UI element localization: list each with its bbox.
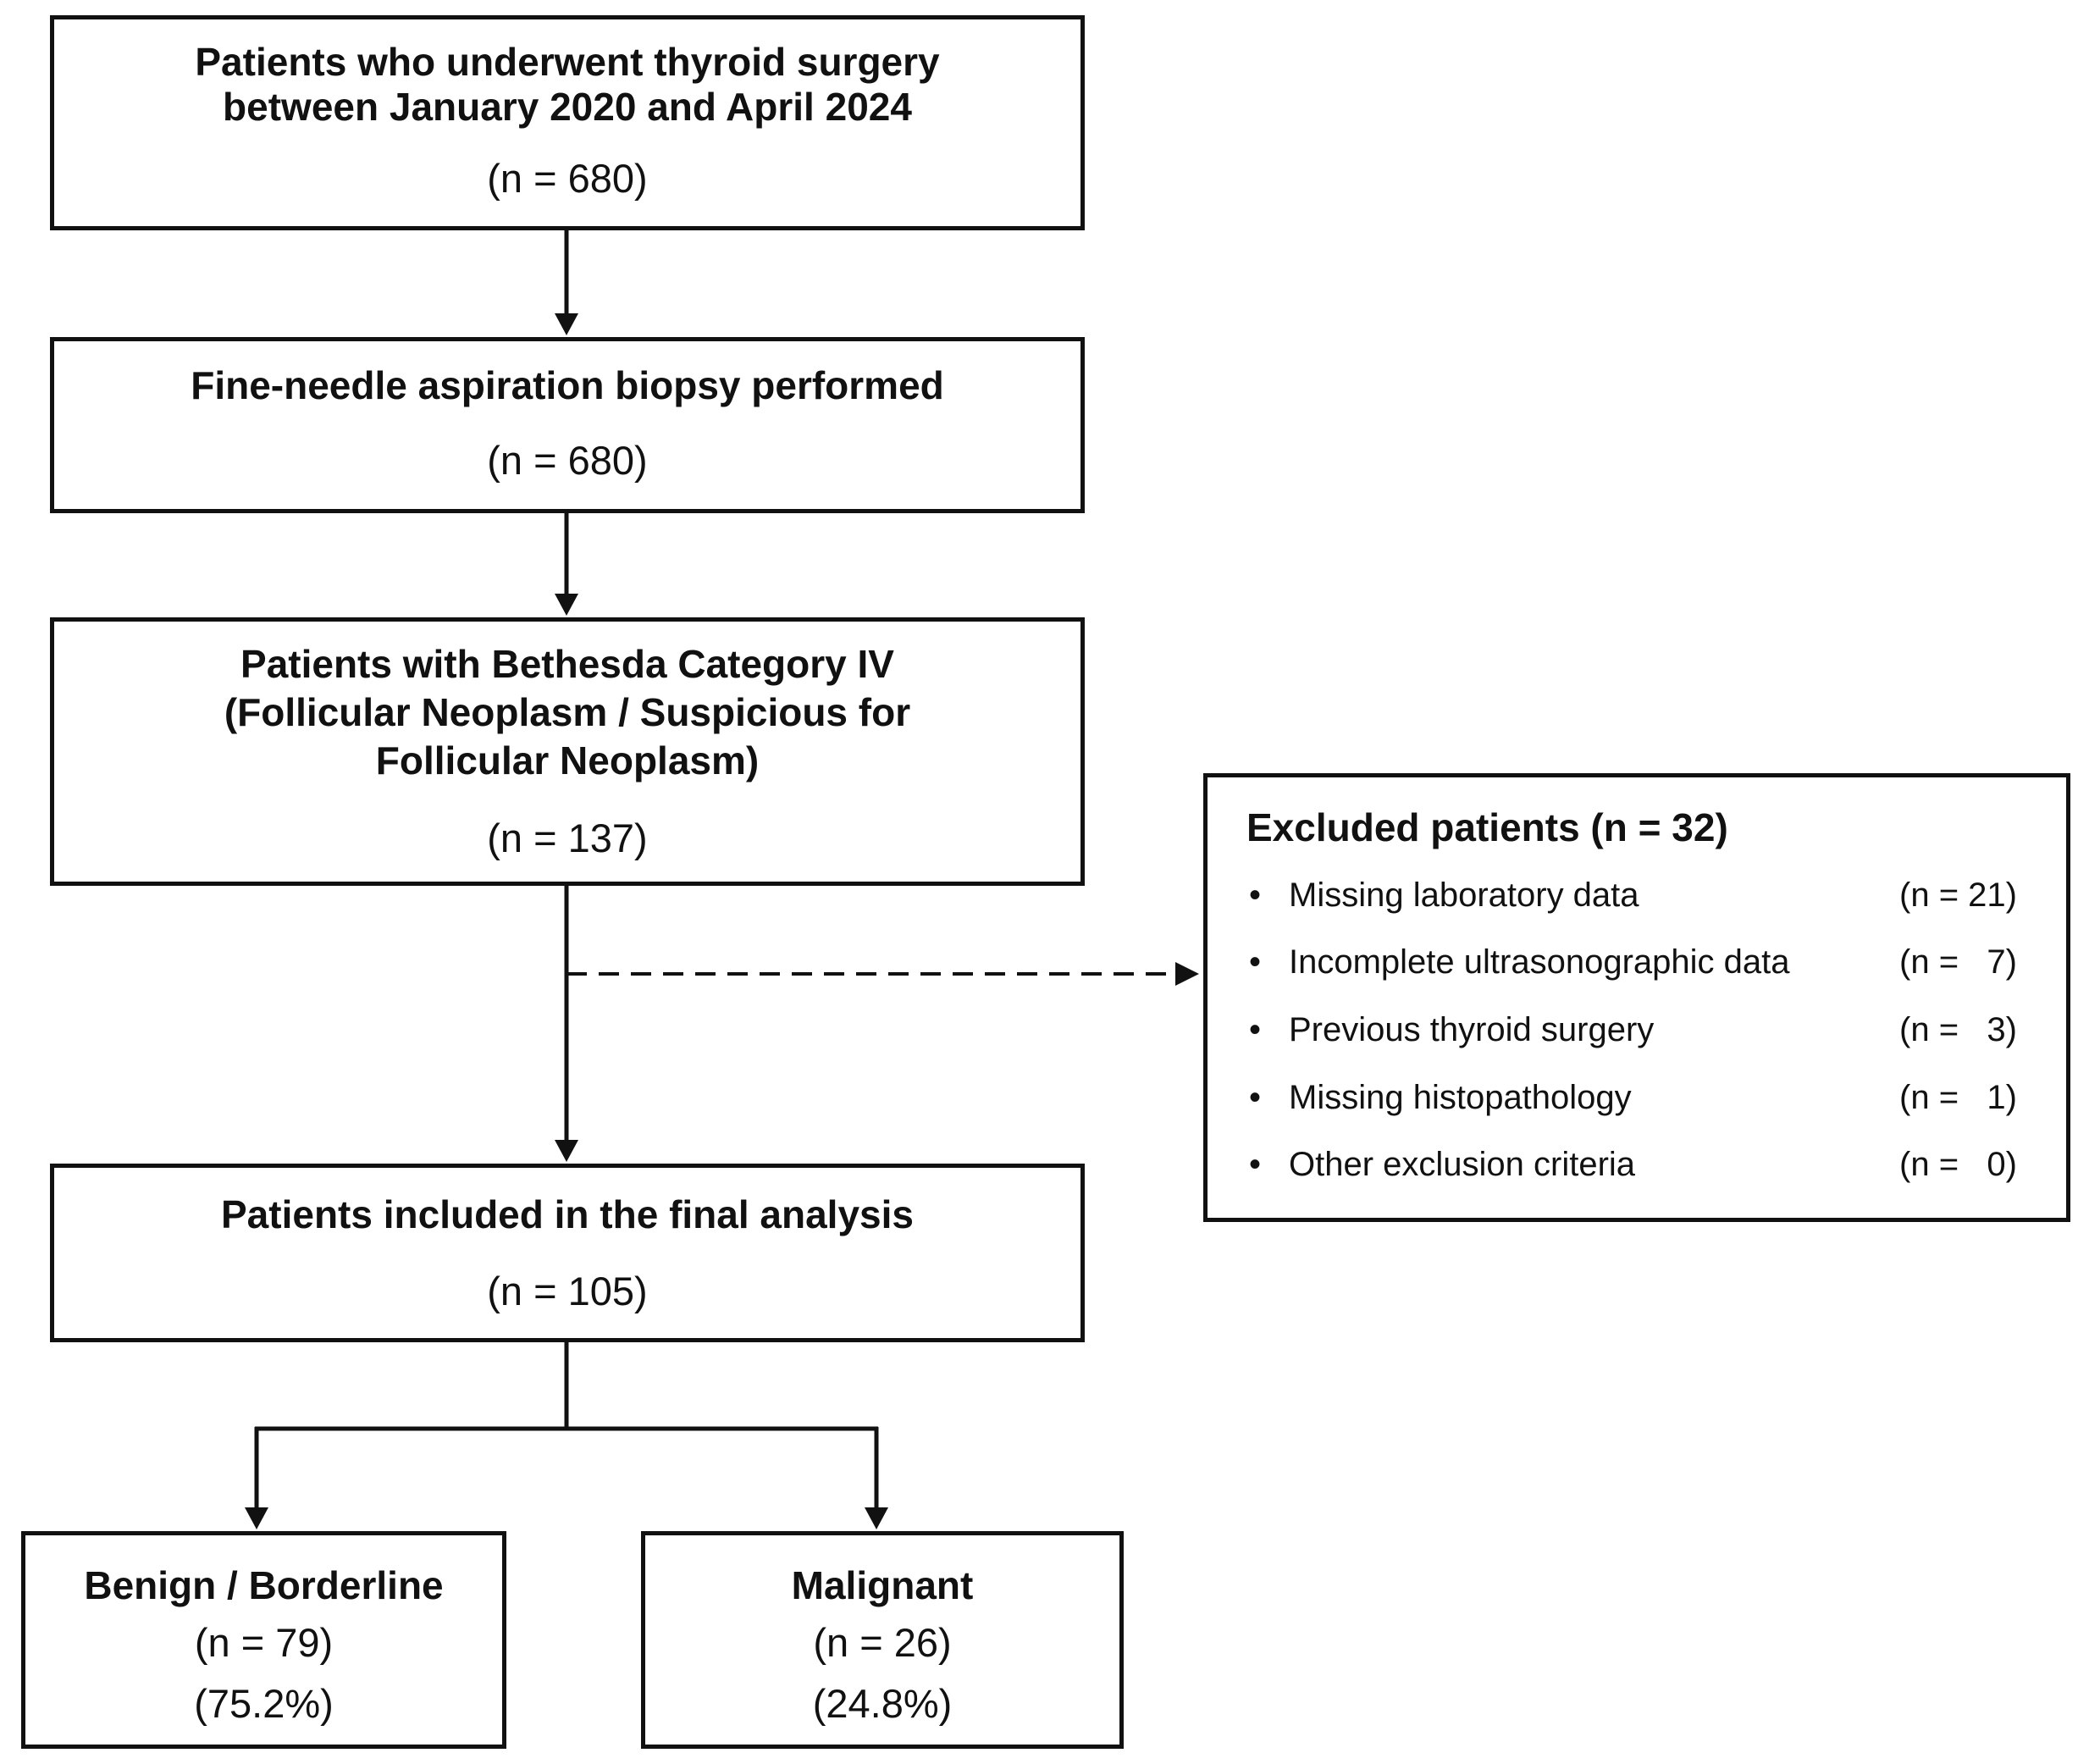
malignant-percent: (24.8%) (812, 1681, 953, 1726)
excluded-item: • Previous thyroid surgery (n = 3) (1246, 1006, 2017, 1053)
bethesda-count: (n = 137) (487, 816, 648, 860)
final-count: (n = 105) (487, 1269, 648, 1313)
bullet-icon: • (1248, 1146, 1261, 1183)
excluded-item-count: (n = 1) (1899, 1079, 2017, 1116)
screened-title-line2: between January 2020 and April 2024 (223, 85, 912, 129)
excluded-item-label: Missing histopathology (1289, 1079, 1632, 1116)
screened-title-line1: Patients who underwent thyroid surgery (195, 40, 940, 84)
benign-count: (n = 79) (194, 1620, 334, 1665)
arrowhead-screened-to-fna (555, 313, 578, 335)
excluded-item-count: (n = 7) (1899, 943, 2017, 981)
excluded-item: • Missing laboratory data (n = 21) (1246, 871, 2017, 919)
malignant-count: (n = 26) (813, 1620, 952, 1665)
bullet-icon: • (1248, 876, 1261, 914)
excluded-item-label: Previous thyroid surgery (1289, 1011, 1655, 1048)
excluded-item-count: (n = 21) (1899, 876, 2017, 914)
arrowhead-fna-to-bethesda (555, 594, 578, 616)
excluded-item: • Incomplete ultrasonographic data (n = … (1246, 938, 2017, 986)
box-bethesda-category: Patients with Bethesda Category IV (Foll… (50, 617, 1085, 886)
arrowhead-to-malignant (865, 1507, 888, 1529)
box-final-analysis: Patients included in the final analysis … (50, 1164, 1085, 1342)
fna-count: (n = 680) (487, 438, 648, 483)
benign-percent: (75.2%) (194, 1681, 334, 1726)
excluded-item-count: (n = 3) (1899, 1011, 2017, 1048)
bethesda-title-line3: Follicular Neoplasm) (375, 738, 760, 782)
excluded-item: • Other exclusion criteria (n = 0) (1246, 1141, 2017, 1188)
excluded-item-label: Incomplete ultrasonographic data (1289, 943, 1790, 981)
excluded-title: Excluded patients (n = 32) (1246, 805, 1728, 849)
excluded-item-label: Missing laboratory data (1289, 876, 1639, 914)
arrowhead-to-excluded (1175, 962, 1199, 986)
fna-title: Fine-needle aspiration biopsy performed (191, 363, 944, 407)
box-fna-biopsy: Fine-needle aspiration biopsy performed … (50, 337, 1085, 513)
arrowhead-bethesda-to-final (555, 1140, 578, 1162)
final-title: Patients included in the final analysis (221, 1192, 914, 1236)
arrowhead-to-benign (245, 1507, 268, 1529)
box-screened-patients: Patients who underwent thyroid surgery b… (50, 15, 1085, 230)
screened-count: (n = 680) (487, 156, 648, 201)
benign-title: Benign / Borderline (84, 1563, 444, 1607)
bullet-icon: • (1248, 1079, 1261, 1116)
excluded-item-label: Other exclusion criteria (1289, 1146, 1636, 1183)
excluded-item: • Missing histopathology (n = 1) (1246, 1074, 2017, 1121)
malignant-title: Malignant (791, 1563, 974, 1607)
box-malignant: Malignant (n = 26) (24.8%) (641, 1531, 1124, 1749)
bethesda-title-line1: Patients with Bethesda Category IV (240, 642, 894, 686)
bethesda-title-line2: (Follicular Neoplasm / Suspicious for (224, 690, 911, 734)
excluded-item-count: (n = 0) (1899, 1146, 2017, 1183)
box-excluded-patients: Excluded patients (n = 32) • Missing lab… (1203, 773, 2070, 1222)
bullet-icon: • (1248, 1011, 1261, 1048)
bullet-icon: • (1248, 943, 1261, 981)
box-benign-borderline: Benign / Borderline (n = 79) (75.2%) (21, 1531, 506, 1749)
